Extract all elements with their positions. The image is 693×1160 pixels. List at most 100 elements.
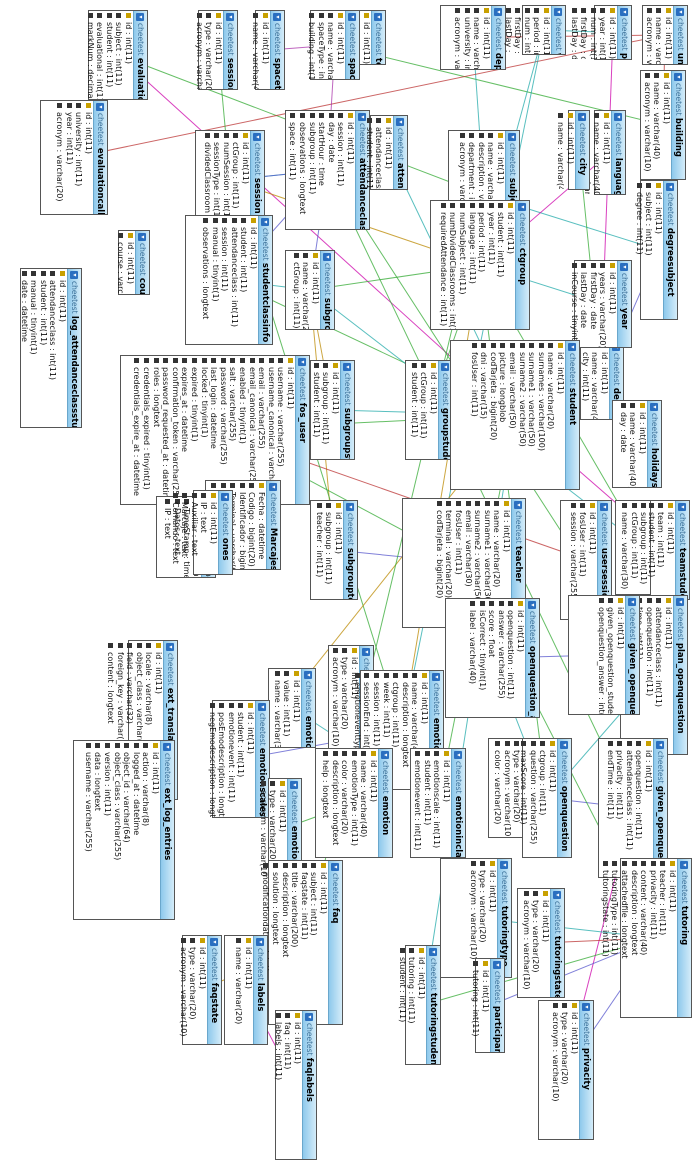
table-header[interactable]: ▾cheetest fos_user: [295, 356, 309, 504]
table-header[interactable]: ▾cheetest emotionscale: [301, 669, 315, 747]
collapse-icon[interactable]: ▾: [362, 648, 371, 656]
collapse-icon[interactable]: ▾: [666, 183, 675, 191]
table-header[interactable]: ▾cheetest subgroup: [320, 251, 334, 329]
table-header[interactable]: ▾cheetest labels: [253, 936, 267, 1044]
collapse-icon[interactable]: ▾: [253, 133, 262, 141]
table-header[interactable]: ▾cheetest faqstate: [207, 936, 221, 1044]
table-header[interactable]: ▾cheetest faq: [328, 861, 342, 1024]
collapse-icon[interactable]: ▾: [166, 643, 175, 651]
collapse-icon[interactable]: ▾: [221, 493, 230, 501]
table-header[interactable]: ▾cheetest ones: [218, 491, 232, 574]
collapse-icon[interactable]: ▾: [674, 73, 683, 81]
collapse-icon[interactable]: ▾: [256, 938, 265, 946]
collapse-icon[interactable]: ▾: [676, 598, 685, 606]
collapse-icon[interactable]: ▾: [70, 271, 79, 279]
table-header[interactable]: ▾cheetest period: [617, 6, 631, 59]
collapse-icon[interactable]: ▾: [429, 948, 438, 956]
collapse-icon[interactable]: ▾: [560, 741, 569, 749]
collapse-icon[interactable]: ▾: [554, 8, 563, 16]
collapse-icon[interactable]: ▾: [493, 961, 502, 969]
table-header[interactable]: ▾cheetest student: [565, 341, 579, 489]
table-header[interactable]: ▾cheetest evaluationcall: [93, 101, 107, 214]
collapse-icon[interactable]: ▾: [494, 8, 503, 16]
table-header[interactable]: ▾cheetest ext_log_entries: [160, 741, 174, 919]
table-header[interactable]: ▾cheetest emotion: [378, 749, 392, 857]
collapse-icon[interactable]: ▾: [432, 673, 441, 681]
collapse-icon[interactable]: ▾: [210, 938, 219, 946]
collapse-icon[interactable]: ▾: [553, 891, 562, 899]
collapse-icon[interactable]: ▾: [582, 1003, 591, 1011]
table-header[interactable]: ▾cheetest plan_openquestion: [673, 596, 687, 754]
collapse-icon[interactable]: ▾: [620, 8, 629, 16]
table-header[interactable]: ▾cheetest terminal: [371, 11, 385, 64]
table-header[interactable]: ▾cheetest studentclassinfo: [258, 216, 272, 344]
table-header[interactable]: ▾cheetest subgroupteacher: [343, 501, 357, 599]
collapse-icon[interactable]: ▾: [441, 363, 450, 371]
table-header[interactable]: ▾cheetest week: [551, 6, 565, 54]
collapse-icon[interactable]: ▾: [614, 113, 623, 121]
collapse-icon[interactable]: ▾: [650, 403, 659, 411]
collapse-icon[interactable]: ▾: [323, 253, 332, 261]
collapse-icon[interactable]: ▾: [518, 203, 527, 211]
table-header[interactable]: ▾cheetest openquestion_answer: [525, 599, 539, 717]
table-header[interactable]: ▾cheetest given_openquestion_student_ans…: [625, 596, 639, 714]
collapse-icon[interactable]: ▾: [678, 503, 687, 511]
table-header[interactable]: ▾cheetest holidays: [647, 401, 661, 487]
table-header[interactable]: ▾cheetest Marcajes: [266, 481, 280, 569]
collapse-icon[interactable]: ▾: [261, 218, 270, 226]
table-header[interactable]: ▾cheetest evaluation: [133, 11, 147, 99]
table-header[interactable]: ▾cheetest tutoringstate: [550, 889, 564, 997]
collapse-icon[interactable]: ▾: [374, 13, 383, 21]
table-header[interactable]: ▾cheetest university: [673, 6, 687, 64]
collapse-icon[interactable]: ▾: [396, 118, 405, 126]
collapse-icon[interactable]: ▾: [331, 863, 340, 871]
table-header[interactable]: ▾cheetest tutoring: [677, 859, 691, 1017]
table-header[interactable]: ▾cheetest degreesubject: [663, 181, 677, 319]
table-header[interactable]: ▾cheetest spacetype: [270, 11, 284, 89]
table-header[interactable]: ▾cheetest faqlabels: [302, 1011, 316, 1159]
table-header[interactable]: ▾cheetest city: [575, 111, 589, 189]
collapse-icon[interactable]: ▾: [680, 861, 689, 869]
collapse-icon[interactable]: ▾: [528, 601, 537, 609]
collapse-icon[interactable]: ▾: [343, 363, 352, 371]
collapse-icon[interactable]: ▾: [258, 703, 267, 711]
collapse-icon[interactable]: ▾: [304, 671, 313, 679]
table-header[interactable]: ▾cheetest sessiontype: [223, 11, 237, 89]
table-header[interactable]: ▾cheetest tutoringstudent: [426, 946, 440, 1064]
collapse-icon[interactable]: ▾: [514, 501, 523, 509]
collapse-icon[interactable]: ▾: [568, 343, 577, 351]
table-header[interactable]: ▾cheetest language: [611, 111, 625, 194]
table-header[interactable]: ▾cheetest space: [345, 11, 359, 79]
collapse-icon[interactable]: ▾: [226, 13, 235, 21]
table-header[interactable]: ▾cheetest year: [617, 261, 631, 347]
collapse-icon[interactable]: ▾: [273, 13, 282, 21]
table-header[interactable]: ▾cheetest given_openquestion: [653, 739, 667, 877]
table-header[interactable]: ▾cheetest participants: [490, 959, 504, 1052]
collapse-icon[interactable]: ▾: [600, 503, 609, 511]
collapse-icon[interactable]: ▾: [620, 263, 629, 271]
table-header[interactable]: ▾cheetest emotioninclass: [451, 749, 465, 857]
table-header[interactable]: ▾cheetest course: [135, 231, 149, 294]
collapse-icon[interactable]: ▾: [676, 8, 685, 16]
table-header[interactable]: ▾cheetest privacity: [579, 1001, 593, 1139]
table-header[interactable]: ▾cheetest subgroupstudent: [340, 361, 354, 459]
table-header[interactable]: ▾cheetest teamstudent: [675, 501, 689, 599]
table-header[interactable]: ▾cheetest ctgroup: [515, 201, 529, 329]
collapse-icon[interactable]: ▾: [269, 483, 278, 491]
collapse-icon[interactable]: ▾: [163, 743, 172, 751]
collapse-icon[interactable]: ▾: [381, 751, 390, 759]
collapse-icon[interactable]: ▾: [656, 741, 665, 749]
collapse-icon[interactable]: ▾: [305, 1013, 314, 1021]
collapse-icon[interactable]: ▾: [628, 598, 637, 606]
collapse-icon[interactable]: ▾: [138, 233, 147, 241]
collapse-icon[interactable]: ▾: [96, 103, 105, 111]
table-header[interactable]: ▾cheetest building: [671, 71, 685, 179]
table-header[interactable]: ▾cheetest attendanceclassstudent: [393, 116, 407, 189]
collapse-icon[interactable]: ▾: [348, 13, 357, 21]
collapse-icon[interactable]: ▾: [346, 503, 355, 511]
table-header[interactable]: ▾cheetest openquestion: [557, 739, 571, 857]
collapse-icon[interactable]: ▾: [290, 781, 299, 789]
collapse-icon[interactable]: ▾: [578, 113, 587, 121]
table-header[interactable]: ▾cheetest log_attendanceclassstudent: [67, 269, 81, 427]
collapse-icon[interactable]: ▾: [500, 861, 509, 869]
